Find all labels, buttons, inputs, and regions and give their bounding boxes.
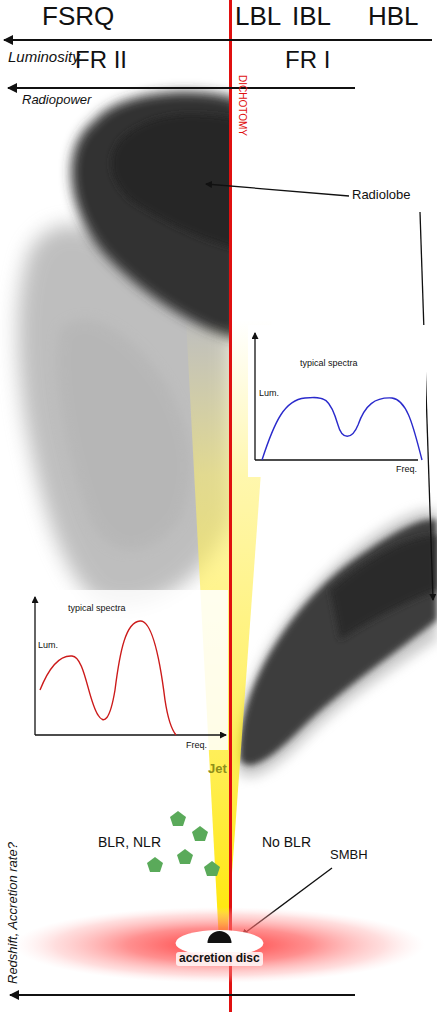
radio-galaxy-class: FR I [285, 46, 330, 74]
blazar-class: HBL [368, 2, 419, 32]
radio-lobe [235, 509, 437, 777]
dichotomy-line [229, 0, 232, 1012]
part-label: Radiolobe [352, 188, 411, 203]
blazar-class: FSRQ [42, 2, 114, 32]
part-label: BLR, NLR [98, 834, 161, 850]
luminosity-arrow [4, 39, 432, 41]
spectrum-plot [28, 590, 228, 750]
dichotomy-label: DICHOTOMY [237, 75, 249, 136]
blazar-class: IBL [292, 2, 331, 32]
radiopower-arrow [8, 87, 355, 89]
axis-label: Redshift, Accretion rate? [6, 842, 21, 984]
leader-line [206, 184, 349, 196]
axis-label: Lum. [38, 640, 58, 650]
axis-label: Radiopower [22, 93, 91, 108]
axis-label: Lum. [259, 388, 279, 398]
part-label: No BLR [262, 834, 311, 850]
blazar-class: LBL [235, 2, 281, 32]
redshift-arrow [10, 994, 355, 996]
part-label: Jet [208, 762, 227, 777]
radio-galaxy-class: FR II [75, 46, 127, 74]
disc-label: accretion disc [176, 952, 263, 966]
disc-shape [12, 905, 427, 985]
part-label: SMBH [330, 848, 368, 863]
spectrum-plot [248, 325, 426, 477]
axis-label: Freq. [396, 464, 417, 474]
plot-title: typical spectra [300, 358, 358, 368]
axis-label: Luminosity [8, 48, 80, 65]
axis-label: Freq. [186, 740, 207, 750]
plot-title: typical spectra [68, 603, 126, 613]
accretion-disc: accretion disc [12, 905, 427, 985]
